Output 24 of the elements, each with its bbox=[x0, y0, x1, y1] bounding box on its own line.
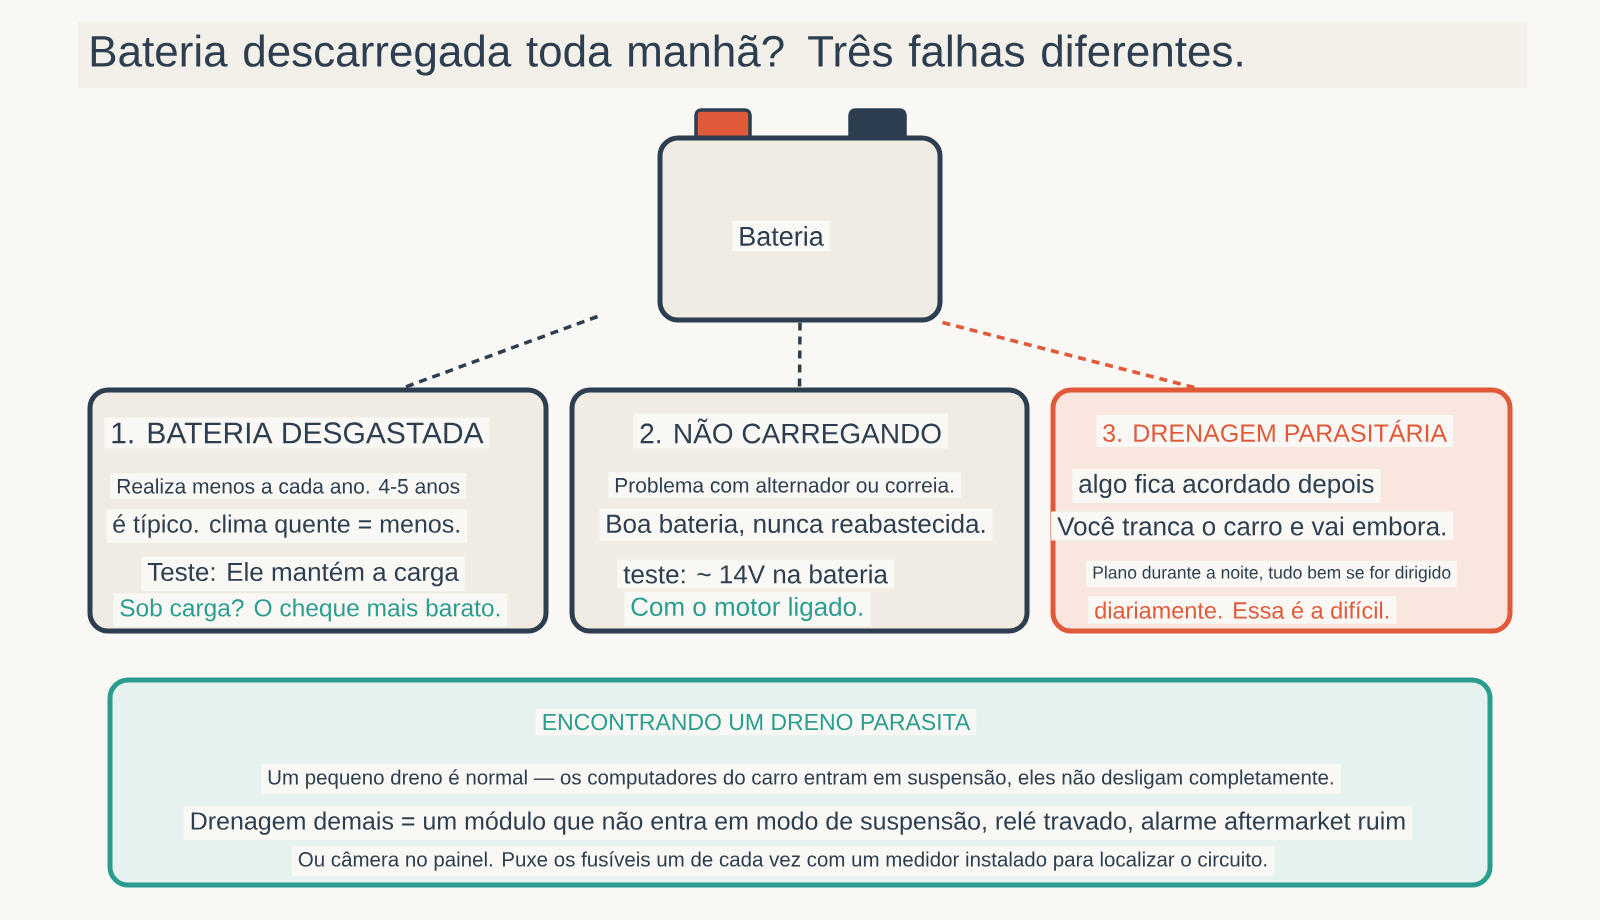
body-text: teste: ~ 14V na bateria bbox=[617, 559, 894, 589]
label: Bateria bbox=[732, 221, 830, 251]
body-text: Com o motor ligado. bbox=[624, 591, 871, 627]
box-heading: 2. NÃO CARREGANDO bbox=[633, 413, 949, 449]
body-text: Drenagem demais = um módulo que não entra em modo de suspensão, relé travado, alarme aftermarket ruim bbox=[183, 806, 1413, 840]
box-heading: 1. BATERIA DESGASTADA bbox=[104, 417, 490, 449]
body-text: Realiza menos a cada ano. 4-5 anos bbox=[110, 473, 467, 499]
body-text: Plano durante a noite, tudo bem se for dirigido bbox=[1086, 560, 1458, 588]
body-text: Problema com alternador ou correia. bbox=[608, 472, 962, 498]
body-text: Você tranca o carro e vai embora. bbox=[1051, 511, 1454, 541]
box-heading: 3. DRENAGEM PARASITÁRIA bbox=[1096, 415, 1454, 447]
connector-line bbox=[797, 322, 802, 388]
body-text: Um pequeno dreno é normal — os computadores do carro entram em suspensão, eles não desligam completamente. bbox=[261, 764, 1341, 794]
body-text: algo fica acordado depois bbox=[1072, 468, 1381, 504]
body-text: Teste: Ele mantém a carga bbox=[141, 556, 465, 592]
connector-line bbox=[403, 314, 599, 390]
title: Bateria descarregada toda manhã? Três falhas diferentes. bbox=[78, 22, 1528, 88]
body-text: Boa bateria, nunca reabastecida. bbox=[599, 508, 993, 542]
body-text: Sob carga? O cheque mais barato. bbox=[113, 593, 508, 627]
body-text: diariamente. Essa é a difícil. bbox=[1088, 596, 1397, 624]
body-text: é típico. clima quente = menos. bbox=[106, 509, 468, 543]
box-heading: ENCONTRANDO UM DRENO PARASITA bbox=[535, 708, 977, 736]
connector-line bbox=[942, 320, 1195, 390]
body-text: Ou câmera no painel. Puxe os fusíveis um de cada vez com um medidor instalado para localizar o circuito. bbox=[291, 846, 1275, 876]
